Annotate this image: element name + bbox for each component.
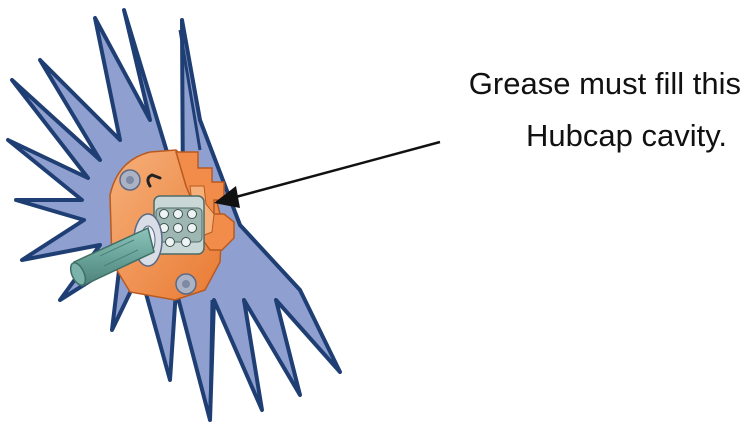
callout-text-line-1: Grease must fill this: [469, 68, 741, 99]
bolt-bottom-icon: [176, 274, 196, 294]
pointer-arrow-icon: [214, 142, 440, 208]
callout-text-line-2: Hubcap cavity.: [526, 120, 727, 151]
bolt-top-icon: [120, 170, 140, 190]
